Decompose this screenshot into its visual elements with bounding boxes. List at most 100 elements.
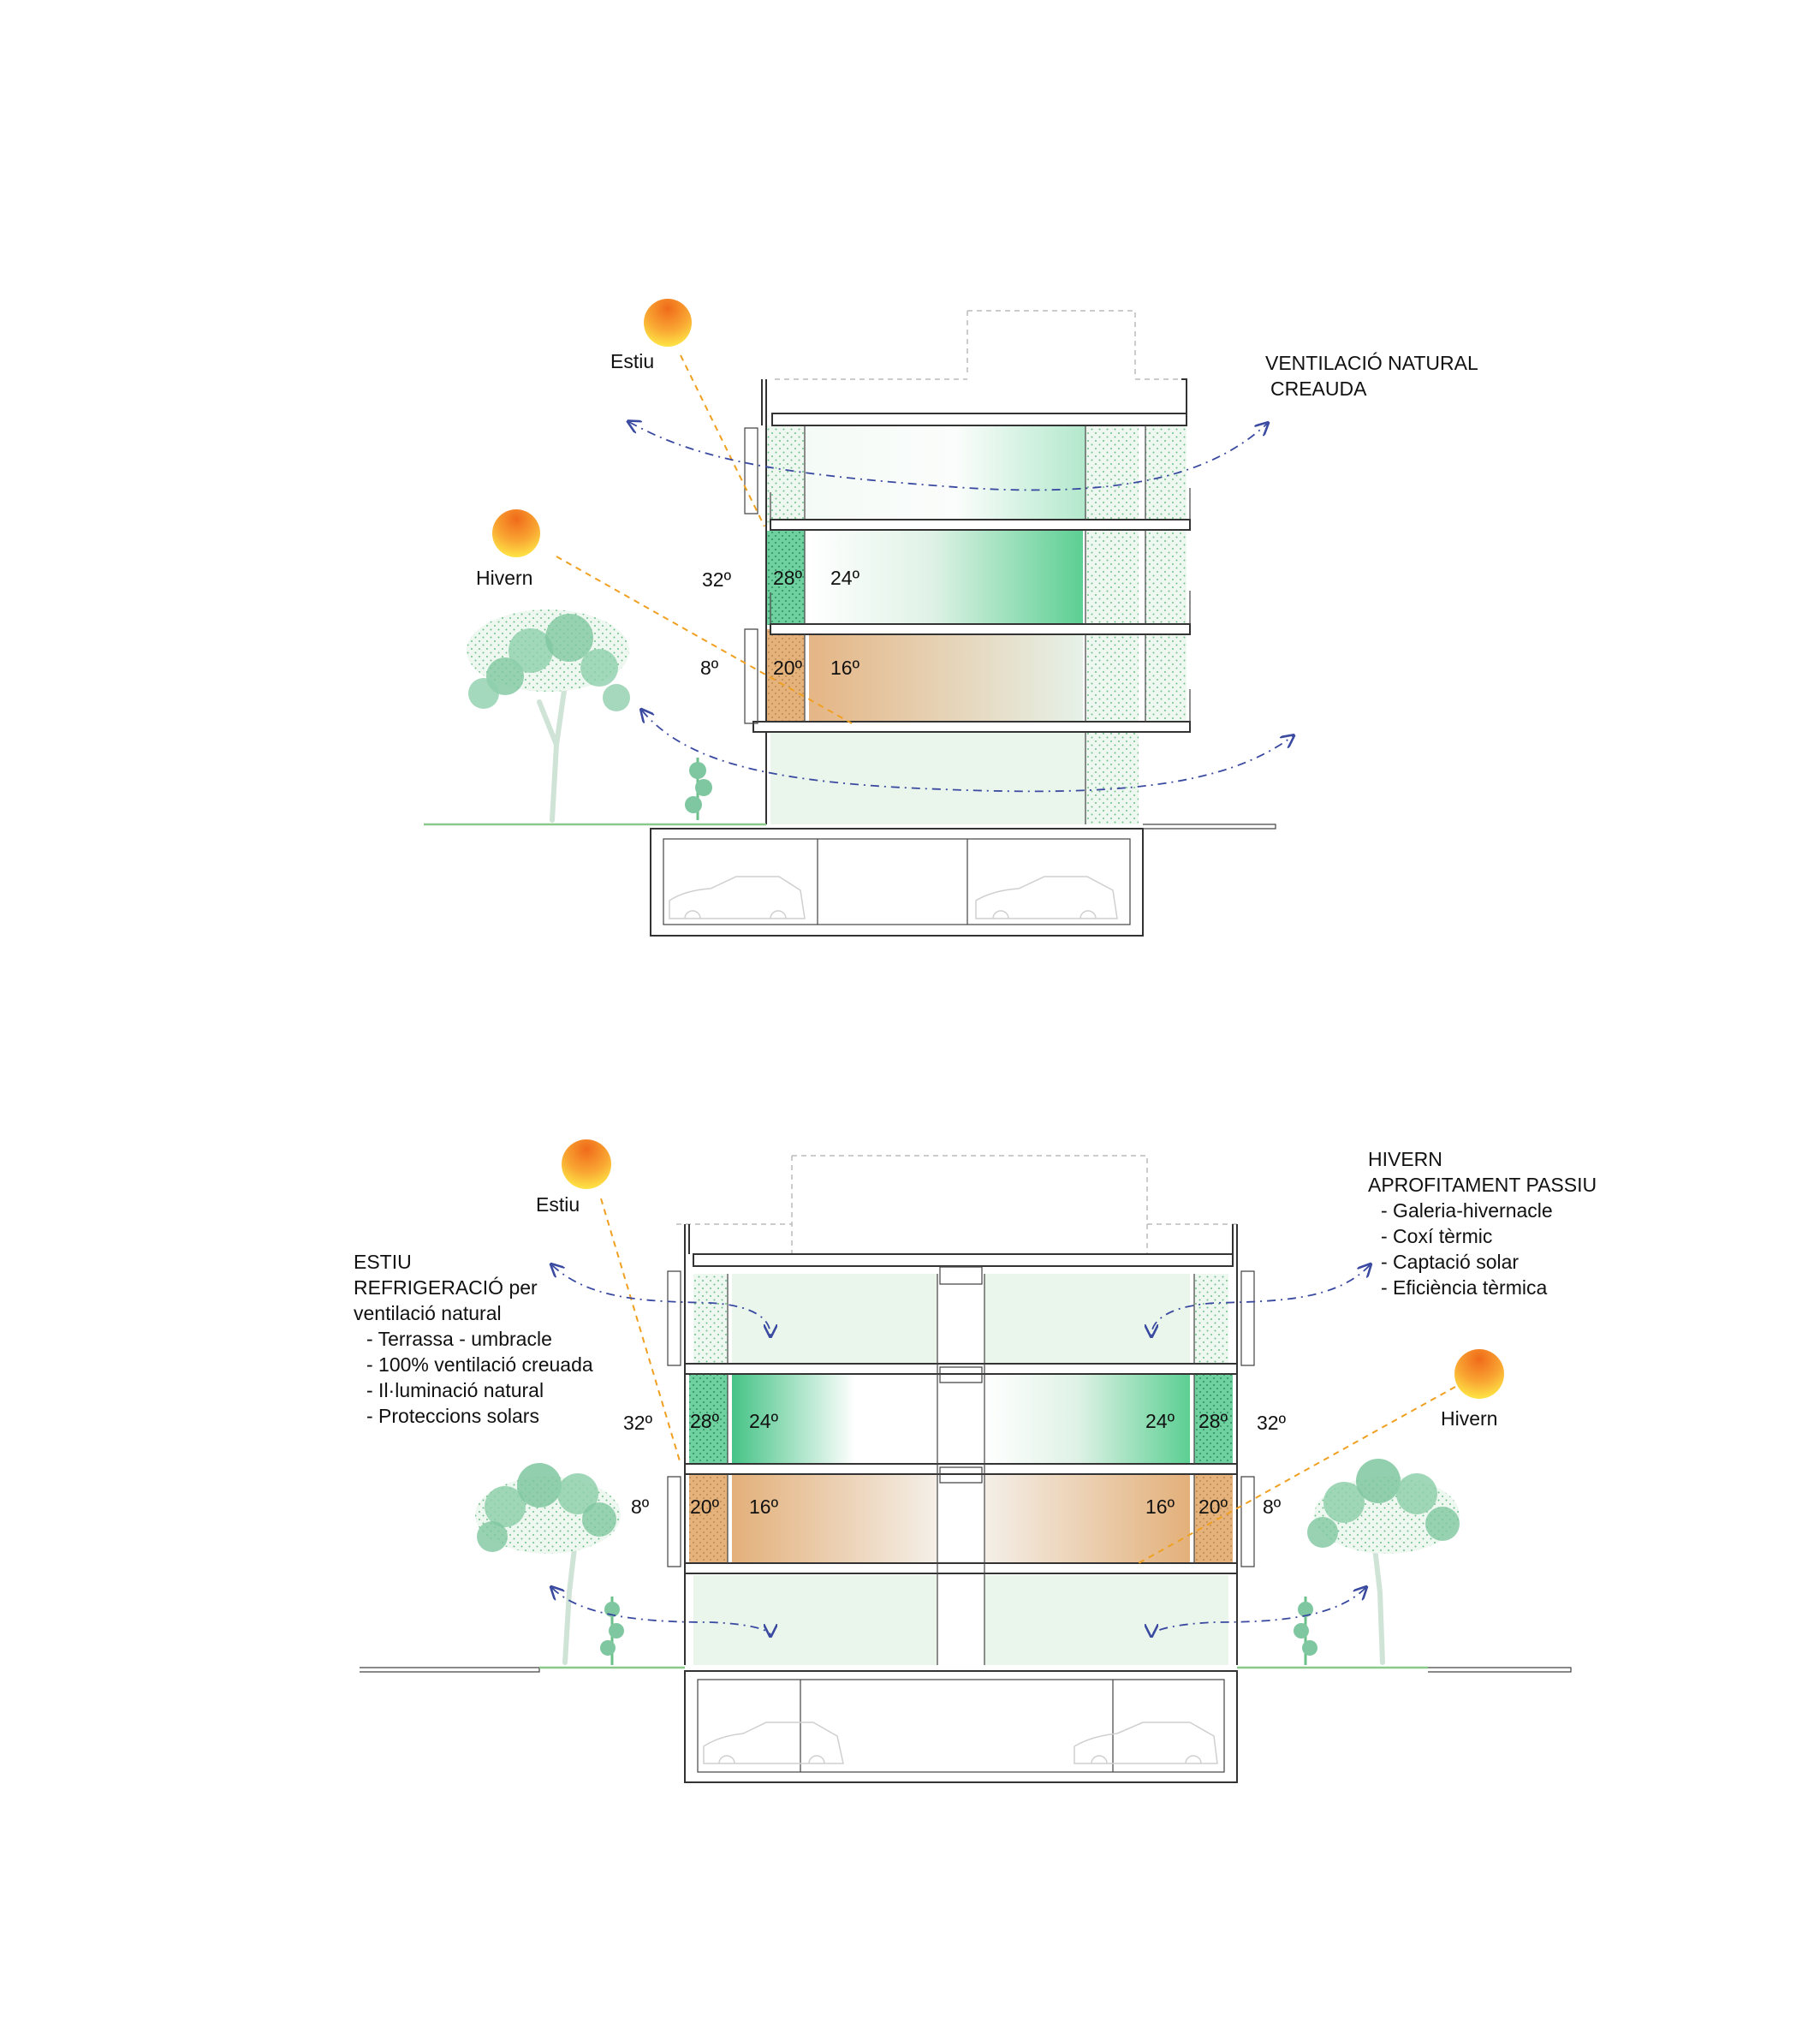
roof-volume-outline [967,310,1136,377]
b-temp-left-summer-gallery: 28º [690,1410,720,1432]
b-slab-floor-3 [684,1463,1238,1475]
b-slab-floor-2 [684,1562,1238,1574]
b-sun-summer-icon [562,1139,611,1189]
roof-volume-outline-bottom [791,1155,1148,1254]
b-temp-right-winter-inside: 16º [1145,1496,1175,1518]
roof-slab [771,413,1187,426]
b-slab-floor-4 [684,1363,1238,1375]
b-tree-right [1307,1459,1460,1665]
temp-winter-inside: 16º [830,657,860,679]
b-facade-walls [684,1224,1238,1665]
summer-notes-title: ESTIU [354,1251,412,1273]
temp-summer-inside: 24º [830,567,860,589]
floor-1-interior [770,732,1087,824]
b-temp-right-summer-outside: 32º [1257,1412,1287,1434]
b-car-right [1074,1722,1218,1764]
winter-notes: HIVERN APROFITAMENT PASSIU - Galeria-hiv… [1368,1148,1597,1299]
slab-floor-2 [752,721,1191,733]
b-sun-summer-label: Estiu [536,1193,580,1216]
bottom-section: Estiu Hivern ESTIU REFRIGERACIÓ per vent… [354,1139,1597,1783]
winter-sun-ray [556,556,853,724]
sun-summer-icon [644,299,692,347]
b-temp-right-summer-gallery: 28º [1198,1410,1228,1432]
summer-sun-ray [680,354,765,527]
b-floor-2-gallery-left [689,1474,728,1564]
b-floor-2-interior-right [984,1474,1190,1564]
b-floor-4-interior-left [732,1274,937,1364]
ventilation-heading-line1: VENTILACIÓ NATURAL [1265,352,1478,374]
floor-4-terrace-right [1085,425,1139,526]
b-floor-1-interior-right [984,1575,1228,1665]
b-temp-left-winter-outside: 8º [631,1496,650,1518]
summer-notes: ESTIU REFRIGERACIÓ per ventilació natura… [354,1251,593,1427]
b-floor-4-interior-right [984,1274,1190,1364]
b-shutters-left [667,1270,681,1567]
car-left [669,876,806,919]
b-ground-left-edge [360,1667,540,1673]
b-temp-left-summer-outside: 32º [623,1412,653,1434]
b-core-walls [937,1274,985,1665]
ventilation-heading-line2: CREAUDA [1270,378,1367,400]
b-core-openings [939,1266,983,1484]
b-car-left [703,1722,844,1764]
basement-columns [817,839,968,925]
sun-winter-icon [492,509,540,557]
temp-summer-gallery: 28º [773,567,803,589]
b-basement-outline [684,1670,1238,1783]
b-ground-right-edge [1428,1667,1572,1673]
floor-1-terrace-right [1085,732,1139,824]
floor-4-gallery [766,425,805,526]
b-floor-2-gallery-right [1194,1474,1233,1564]
top-section: Estiu Hivern VENTILACIÓ NATURAL CREAUDA … [424,299,1478,937]
basement-inner [663,838,1131,925]
b-ventilation-arrow-upper-left [552,1265,770,1335]
tree-top [467,610,630,823]
left-facade-wall [761,379,767,824]
slab-floor-4 [770,519,1191,531]
summer-notes-item: - 100% ventilació creuada [366,1353,593,1376]
b-floor-4-gallery-left [693,1274,728,1364]
floor-3-interior-summer [809,531,1083,625]
b-floor-2-interior-left [732,1474,937,1564]
winter-notes-title: HIVERN [1368,1148,1442,1170]
b-sun-winter-icon [1454,1349,1504,1399]
b-temp-right-winter-gallery: 20º [1198,1496,1228,1518]
floor-4-terrace-edge [1145,425,1187,526]
floor-3-terrace-edge [1145,531,1187,625]
b-temp-left-winter-inside: 16º [749,1496,779,1518]
b-floor-3-gallery-right [1194,1374,1233,1466]
ground-right [1143,824,1276,830]
slab-floor-3 [770,623,1191,635]
b-ventilation-arrow-lower-right [1151,1588,1365,1635]
b-climbing-plant-right [1294,1597,1317,1665]
b-basement-inner [697,1679,1225,1773]
climbing-plant-top [685,758,712,820]
floor-4-interior [770,425,1109,526]
summer-notes-subtitle-1: REFRIGERACIÓ per [354,1276,538,1299]
floor-2-terrace-right [1085,629,1139,722]
floor-3-terrace-right [1085,531,1139,625]
temp-winter-outside: 8º [700,657,719,679]
car-right [975,876,1118,919]
b-winter-sun-ray [1138,1386,1456,1564]
b-temp-left-summer-inside: 24º [749,1410,779,1432]
b-floor-3-interior-left [732,1374,937,1466]
floor-2-interior-winter [809,629,1083,722]
b-temp-right-winter-outside: 8º [1263,1496,1282,1518]
b-sun-winter-label: Hivern [1441,1407,1497,1430]
cross-ventilation-arrow-upper [629,422,1267,491]
winter-notes-item: - Coxí tèrmic [1381,1225,1492,1247]
summer-notes-subtitle-2: ventilació natural [354,1302,502,1324]
temp-winter-gallery: 20º [773,657,803,679]
b-roof-slab [693,1253,1234,1267]
b-basement-columns [800,1680,1114,1772]
b-floor-3-gallery-left [689,1374,728,1466]
b-shutters-right [1240,1270,1255,1567]
b-tree-left [475,1463,621,1665]
summer-notes-item: - Il·luminació natural [366,1379,544,1401]
b-temp-left-winter-gallery: 20º [690,1496,720,1518]
b-floor-1-interior-left [693,1575,937,1665]
winter-notes-item: - Captació solar [1381,1251,1519,1273]
sun-summer-label: Estiu [610,350,654,372]
